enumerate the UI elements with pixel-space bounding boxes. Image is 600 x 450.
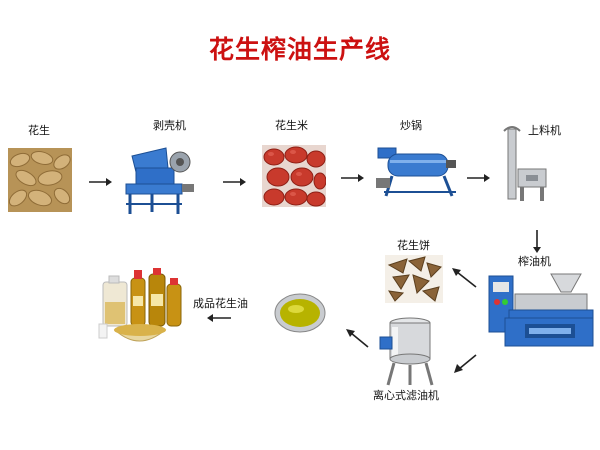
arrow-filter-to-oil [344, 327, 370, 349]
arrow-oil-to-product [206, 312, 232, 324]
arrow-roaster-to-elevator [466, 172, 490, 184]
oil-pan-image [274, 293, 326, 333]
diagram-title: 花生榨油生产线 [0, 30, 600, 66]
oil-press-machine [485, 270, 595, 352]
label-product: 成品花生油 [193, 298, 248, 310]
label-peanut: 花生 [28, 125, 50, 137]
kernel-image [262, 145, 326, 207]
arrow-press-to-cake [450, 267, 478, 289]
peanut-cake-image [385, 255, 443, 303]
arrow-sheller-to-kernel [222, 176, 246, 188]
label-kernel: 花生米 [275, 120, 308, 132]
label-filter: 离心式滤油机 [373, 390, 439, 402]
peanut-image [8, 148, 72, 212]
elevator-machine [500, 125, 552, 205]
label-sheller: 剥壳机 [153, 120, 186, 132]
label-cake: 花生饼 [397, 240, 430, 252]
sheller-machine [122, 138, 200, 218]
arrow-elevator-to-press [531, 229, 543, 253]
arrow-peanut-to-sheller [88, 176, 112, 188]
roaster-machine [372, 140, 464, 200]
centrifugal-filter-machine [378, 315, 438, 387]
finished-oil-products-image [95, 268, 185, 352]
label-press: 榨油机 [518, 256, 551, 268]
arrow-press-to-filter [452, 353, 478, 375]
arrow-kernel-to-roaster [340, 172, 364, 184]
label-roaster: 炒锅 [400, 120, 422, 132]
